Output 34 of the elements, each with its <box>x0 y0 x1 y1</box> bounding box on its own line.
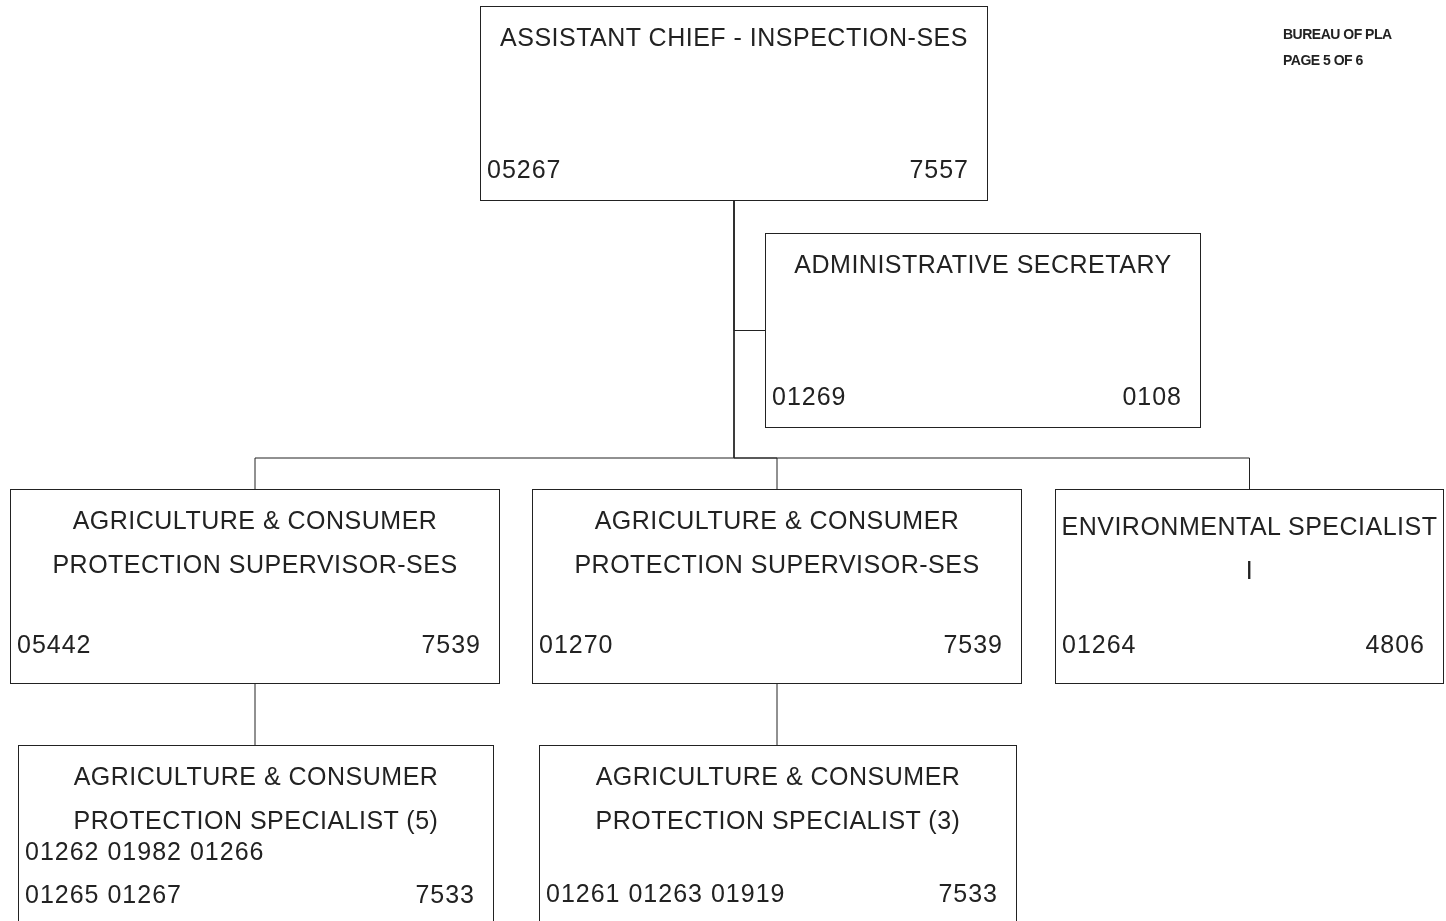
position-title: AGRICULTURE & CONSUMER PROTECTION SUPERVISOR-SES <box>573 505 981 580</box>
position-box <box>532 489 1022 684</box>
budget-code: 7557 <box>909 154 969 185</box>
position-title: AGRICULTURE & CONSUMER PROTECTION SPECIALIST (5) <box>72 761 440 836</box>
position-box <box>539 745 1017 921</box>
connector-line <box>733 200 1250 490</box>
position-title: AGRICULTURE & CONSUMER PROTECTION SUPERVISOR-SES <box>51 505 459 580</box>
budget-code: 7533 <box>415 879 475 910</box>
position-box <box>1055 489 1444 684</box>
position-number: 01265 01267 <box>25 879 182 910</box>
position-title: ASSISTANT CHIEF - INSPECTION-SES <box>499 22 969 53</box>
position-number: 05442 <box>17 629 92 660</box>
position-number: 01269 <box>772 381 847 412</box>
budget-code: 0108 <box>1122 381 1182 412</box>
budget-code: 7533 <box>938 878 998 909</box>
budget-code: 7539 <box>421 629 481 660</box>
connector-line <box>776 683 778 746</box>
position-number: 05267 <box>487 154 562 185</box>
position-box <box>765 233 1201 428</box>
position-number: 01262 01982 01266 <box>25 836 265 867</box>
position-title: ADMINISTRATIVE SECRETARY <box>793 249 1173 280</box>
position-number: 01270 <box>539 629 614 660</box>
budget-code: 4806 <box>1365 629 1425 660</box>
connector-line <box>254 683 256 746</box>
position-title: AGRICULTURE & CONSUMER PROTECTION SPECIALIST (3) <box>594 761 962 836</box>
page-note: BUREAU OF PLA <box>1283 26 1392 42</box>
page-note: PAGE 5 OF 6 <box>1283 52 1363 68</box>
position-box <box>18 745 494 921</box>
position-number: 01261 01263 01919 <box>546 878 786 909</box>
position-box <box>480 6 988 201</box>
budget-code: 7539 <box>943 629 1003 660</box>
position-box <box>10 489 500 684</box>
position-number: 01264 <box>1062 629 1137 660</box>
position-title: ENVIRONMENTAL SPECIALIST I <box>1060 511 1439 586</box>
